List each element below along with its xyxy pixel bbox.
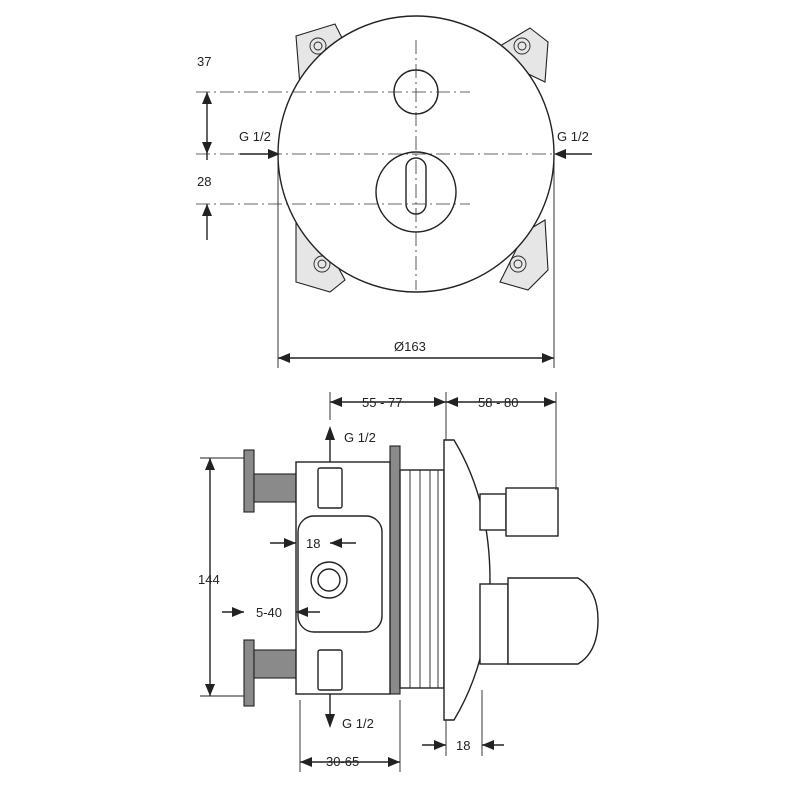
outlet-bottom-label: G 1/2 [342,716,374,731]
diameter-label: Ø163 [394,339,426,354]
lower-handle-stem [479,583,509,665]
left-flange-top [243,449,255,513]
right-flange [389,445,401,695]
outlet-top-label: G 1/2 [344,430,376,445]
dim-28-label: 28 [197,174,211,189]
dim-55-77-label: 55 - 77 [362,395,402,410]
dim-37-label: 37 [197,54,211,69]
dim-144-label: 144 [198,572,220,587]
left-flange-bottom [243,639,255,707]
top-view: 37 28 G 1/2 G 1/2 Ø163 [196,15,592,368]
cover-profile [443,439,491,721]
dim-30-65-label: 30-65 [326,754,359,769]
upper-knob [505,487,559,537]
lower-handle [507,577,599,665]
inlet-left-label: G 1/2 [239,129,271,144]
side-view: 55 - 77 58 - 80 G 1/2 G 1/2 144 18 5-40 … [198,392,599,772]
dim-58-80-label: 58 - 80 [478,395,518,410]
cartridge-inner [317,568,341,592]
inlet-right-label: G 1/2 [557,129,589,144]
dim-5-40-label: 5-40 [256,605,282,620]
dim-18-inner-label: 18 [306,536,320,551]
ribbed-sleeve [399,469,445,689]
upper-knob-stem [479,493,507,531]
dim-18-bottom-label: 18 [456,738,470,753]
